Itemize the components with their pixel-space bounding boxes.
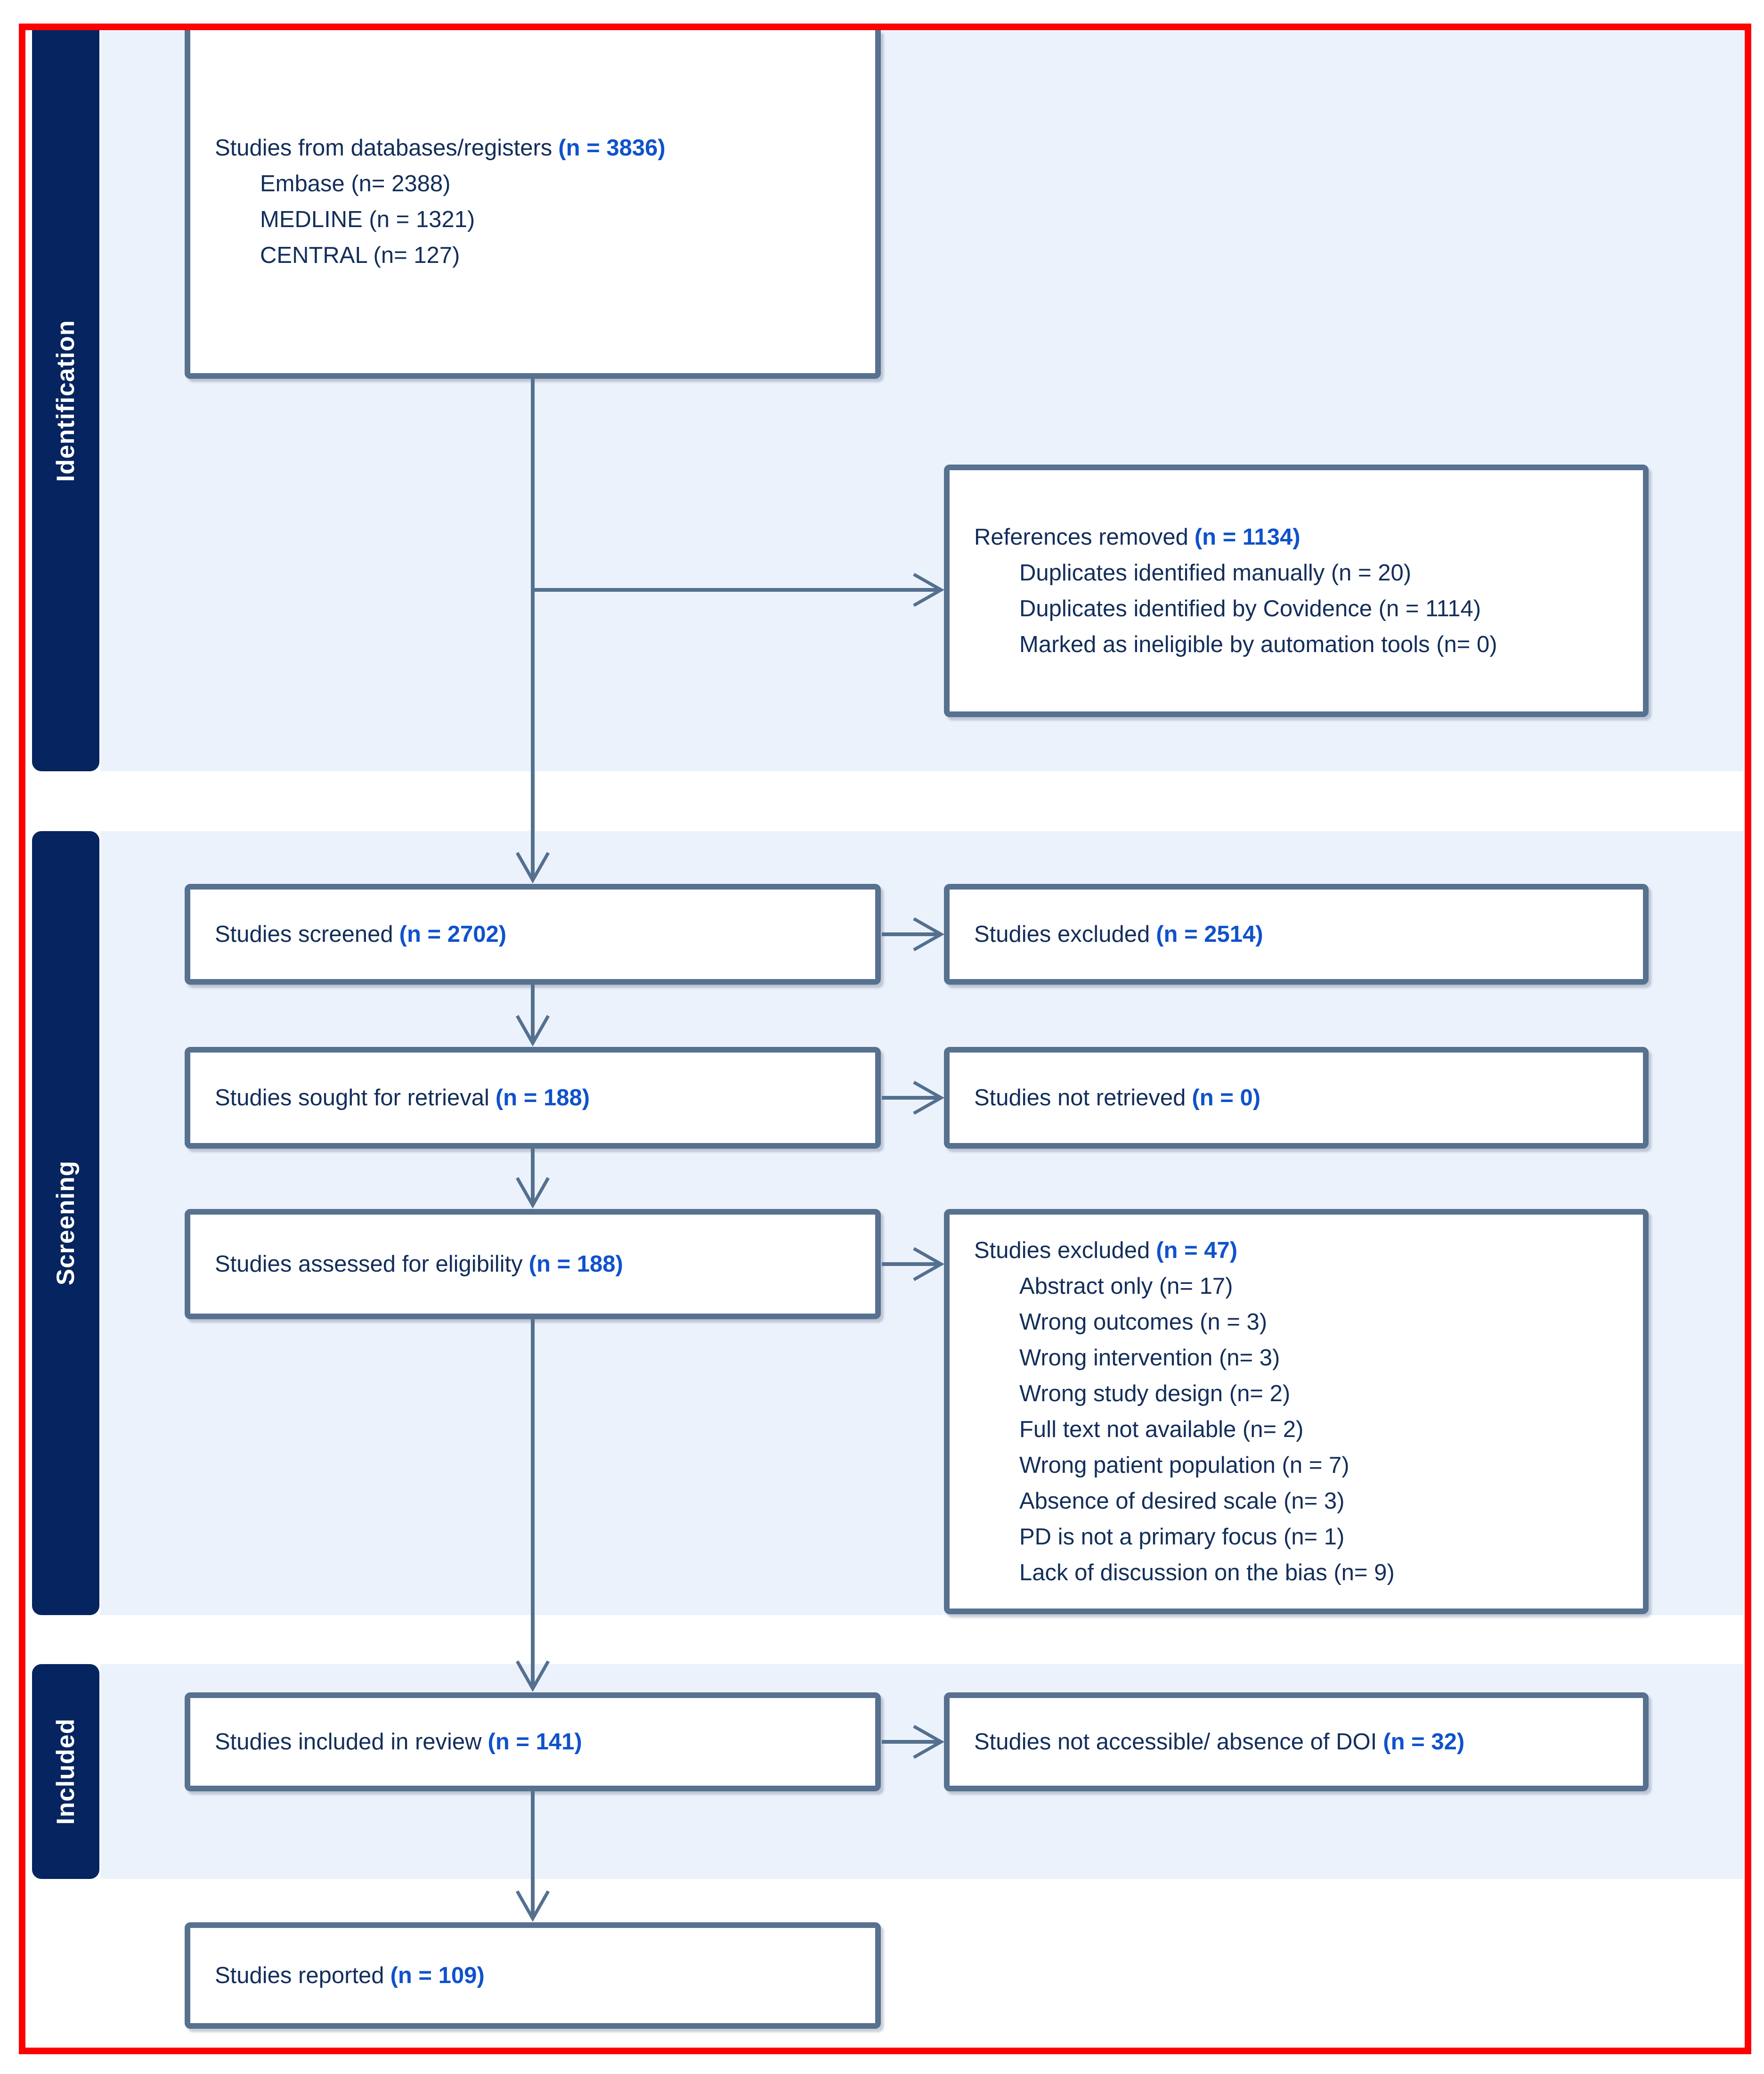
box-studies-excluded-eligibility: Studies excluded(n = 47) Abstract only (… — [944, 1209, 1649, 1614]
box-item: MEDLINE (n = 1321) — [260, 207, 475, 232]
box-studies-from-databases: Studies from databases/registers(n = 383… — [185, 30, 881, 379]
sidebar-section-included: Included — [32, 1664, 99, 1879]
box-item: PD is not a primary focus (n= 1) — [1019, 1524, 1345, 1550]
box-item: Marked as ineligible by automation tools… — [1019, 632, 1497, 657]
box-item: Lack of discussion on the bias (n= 9) — [1019, 1560, 1395, 1585]
box-studies-sought-retrieval: Studies sought for retrieval(n = 188) — [185, 1047, 881, 1149]
count-value: (n = 47) — [1156, 1238, 1238, 1263]
count-value: (n = 188) — [495, 1085, 590, 1110]
box-title: Studies excluded(n = 47) — [974, 1238, 1238, 1263]
count-value: (n = 2514) — [1156, 922, 1263, 947]
count-value: (n = 3836) — [558, 135, 666, 161]
box-item: CENTRAL (n= 127) — [260, 243, 460, 268]
box-item: Duplicates identified by Covidence (n = … — [1019, 596, 1481, 621]
box-title: Studies not retrieved(n = 0) — [974, 1085, 1261, 1110]
box-item: Full text not available (n= 2) — [1019, 1417, 1304, 1442]
box-studies-not-retrieved: Studies not retrieved(n = 0) — [944, 1047, 1649, 1149]
box-studies-assessed-eligibility: Studies assessed for eligibility(n = 188… — [185, 1209, 881, 1319]
box-item: Wrong patient population (n = 7) — [1019, 1453, 1349, 1478]
box-item: Duplicates identified manually (n = 20) — [1019, 560, 1412, 586]
box-item: Absence of desired scale (n= 3) — [1019, 1488, 1345, 1514]
box-title: Studies not accessible/ absence of DOI(n… — [974, 1729, 1465, 1755]
box-studies-excluded-screening: Studies excluded(n = 2514) — [944, 884, 1649, 985]
box-item: Wrong intervention (n= 3) — [1019, 1345, 1280, 1371]
count-value: (n = 0) — [1192, 1085, 1261, 1110]
sidebar-section-identification: Identification — [32, 30, 99, 771]
count-value: (n = 109) — [390, 1963, 485, 1988]
box-title: Studies sought for retrieval(n = 188) — [215, 1085, 590, 1110]
count-value: (n = 141) — [488, 1729, 582, 1755]
box-item: Embase (n= 2388) — [260, 171, 451, 196]
box-studies-reported: Studies reported(n = 109) — [185, 1922, 881, 2029]
box-item: Wrong study design (n= 2) — [1019, 1381, 1291, 1406]
count-value: (n = 188) — [528, 1251, 623, 1277]
sidebar-section-screening: Screening — [32, 831, 99, 1615]
box-title: References removed(n = 1134) — [974, 524, 1301, 550]
box-item: Wrong outcomes (n = 3) — [1019, 1309, 1268, 1335]
box-title: Studies from databases/registers(n = 383… — [215, 135, 666, 161]
count-value: (n = 32) — [1383, 1729, 1465, 1755]
box-title: Studies excluded(n = 2514) — [974, 922, 1263, 947]
box-title: Studies reported(n = 109) — [215, 1963, 485, 1988]
count-value: (n = 1134) — [1194, 524, 1301, 550]
box-title: Studies assessed for eligibility(n = 188… — [215, 1251, 623, 1277]
box-title: Studies screened(n = 2702) — [215, 922, 507, 947]
box-title: Studies included in review(n = 141) — [215, 1729, 582, 1755]
box-studies-screened: Studies screened(n = 2702) — [185, 884, 881, 985]
box-references-removed: References removed(n = 1134) Duplicates … — [944, 465, 1649, 717]
box-studies-not-accessible: Studies not accessible/ absence of DOI(n… — [944, 1692, 1649, 1791]
box-item: Abstract only (n= 17) — [1019, 1274, 1233, 1299]
box-studies-included-review: Studies included in review(n = 141) — [185, 1692, 881, 1791]
count-value: (n = 2702) — [399, 922, 507, 947]
